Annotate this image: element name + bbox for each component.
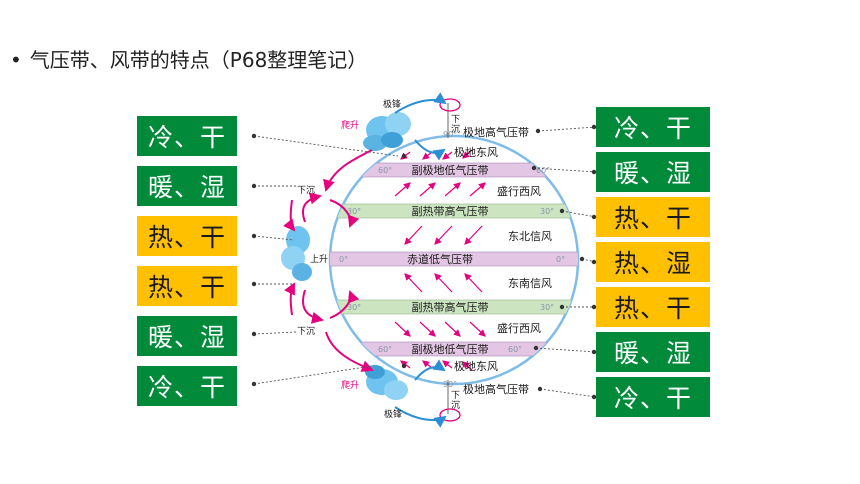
xiachen-n: 下沉 xyxy=(297,185,315,196)
degree-0-w: 0° xyxy=(339,255,348,264)
left-tag-6: 冷、干 xyxy=(137,366,237,406)
left-tag-2: 暖、湿 xyxy=(137,166,237,206)
xia-s: 下 xyxy=(451,391,460,401)
belt-label-5: 副极地低气压带 xyxy=(412,342,489,356)
polar-loop-s xyxy=(439,408,461,422)
right-tag-5: 热、干 xyxy=(596,287,710,327)
wind-label-6: 极地东风 xyxy=(454,359,498,373)
belt-label-3: 赤道低气压带 xyxy=(407,252,473,266)
right-leader-dots xyxy=(531,124,597,400)
degree-30-ne: 30° xyxy=(540,207,554,216)
belt-subpolar-low-n xyxy=(330,162,578,178)
right-leaders xyxy=(533,126,597,398)
left-leaders xyxy=(253,135,399,385)
xia-n: 下 xyxy=(451,115,460,125)
left-tag-4: 热、干 xyxy=(137,266,237,306)
degree-60-sw: 60° xyxy=(378,345,392,354)
page-title: • 气压带、风带的特点（P68整理笔记） xyxy=(10,44,367,73)
wind-label-4: 东南信风 xyxy=(508,277,552,290)
right-tag-6: 暖、湿 xyxy=(596,332,710,372)
polar-high-label-n: 极地高气压带 xyxy=(463,125,529,139)
degree-90-n: 90° xyxy=(443,130,457,139)
degree-60-se: 60° xyxy=(508,345,522,354)
wind-arrows xyxy=(394,149,486,371)
belt-label-4: 副热带高气压带 xyxy=(412,300,489,314)
jifeng-n: 极锋 xyxy=(383,98,401,110)
right-tag-4: 热、湿 xyxy=(596,242,710,282)
right-tag-2: 暖、湿 xyxy=(596,152,710,192)
title-text: 气压带、风带的特点（P68整理笔记） xyxy=(29,48,368,72)
right-tag-3: 热、干 xyxy=(596,197,710,237)
belt-subtropical-high-s xyxy=(330,299,578,315)
chen-s: 沉 xyxy=(451,400,460,411)
degree-30-nw: 30° xyxy=(347,207,361,216)
cloud-equator xyxy=(281,226,312,281)
belt-label-1: 副极地低气压带 xyxy=(412,163,489,177)
belt-subtropical-high-n xyxy=(330,203,578,219)
degree-90-s: 90° xyxy=(443,380,457,389)
cloud-polar-front-s xyxy=(365,365,408,400)
circulation-arrows xyxy=(283,92,447,428)
left-leader-dots xyxy=(251,133,407,387)
wind-label-5: 盛行西风 xyxy=(497,321,541,335)
wind-label-2: 盛行西风 xyxy=(497,184,541,198)
degree-60-ne: 60° xyxy=(536,166,550,175)
wind-label-1: 极地东风 xyxy=(454,145,498,159)
belt-label-2: 副热带高气压带 xyxy=(412,204,489,218)
left-tag-5: 暖、湿 xyxy=(137,316,237,356)
pasheng-s: 爬升 xyxy=(341,380,359,391)
degree-0-e: 0° xyxy=(556,255,565,264)
pasheng-n: 爬升 xyxy=(341,120,359,131)
belt-equatorial-low xyxy=(330,251,578,267)
degree-60-nw: 60° xyxy=(378,166,392,175)
wind-label-3: 东北信风 xyxy=(508,230,552,243)
chen-n: 沉 xyxy=(451,124,460,135)
cloud-polar-front-n xyxy=(363,112,411,151)
polar-loop-n xyxy=(439,98,461,112)
left-tag-1: 冷、干 xyxy=(137,116,237,156)
belt-subpolar-low-s xyxy=(330,341,578,357)
right-tag-7: 冷、干 xyxy=(596,377,710,417)
xiachen-s: 下沉 xyxy=(297,326,315,337)
bullet: • xyxy=(10,48,22,72)
left-tag-3: 热、干 xyxy=(137,216,237,256)
shangsheng: 上升 xyxy=(310,254,328,265)
jifeng-s: 极锋 xyxy=(384,408,402,420)
polar-high-label-s: 极地高气压带 xyxy=(463,382,529,396)
right-tag-1: 冷、干 xyxy=(596,107,710,147)
degree-30-se: 30° xyxy=(540,303,554,312)
degree-30-sw: 30° xyxy=(347,303,361,312)
